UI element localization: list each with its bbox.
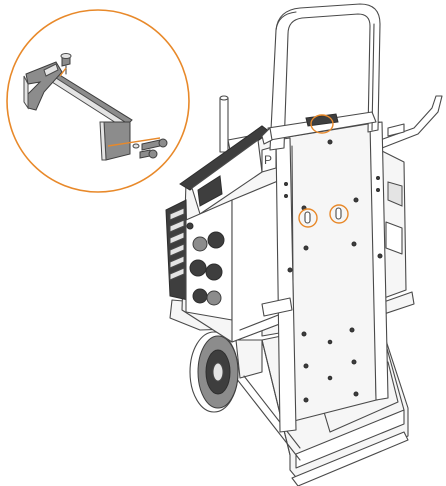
front-panel-connectors: [185, 199, 233, 321]
handle-mount-highlight: [310, 114, 334, 134]
right-side-handle: [379, 95, 443, 149]
wheel: [189, 331, 239, 413]
vent-grill: [165, 199, 189, 301]
hand-truck-cart: P: [165, 3, 443, 486]
bolt: [139, 138, 168, 159]
upright-back-plate: P: [261, 121, 389, 433]
plate-holes: [284, 139, 383, 403]
frame-slot-left-highlight: [298, 208, 318, 228]
detail-inset: [6, 9, 190, 193]
bracket: [23, 61, 133, 161]
frame-slot-left: [304, 211, 311, 224]
screw: [60, 53, 72, 75]
welder-machine: [165, 125, 407, 343]
frame-slot-right-highlight: [329, 204, 349, 224]
svg-text:P: P: [264, 153, 272, 167]
frame-slot-right: [335, 207, 342, 220]
washer: [132, 143, 140, 149]
callout-highlights: [298, 114, 349, 228]
